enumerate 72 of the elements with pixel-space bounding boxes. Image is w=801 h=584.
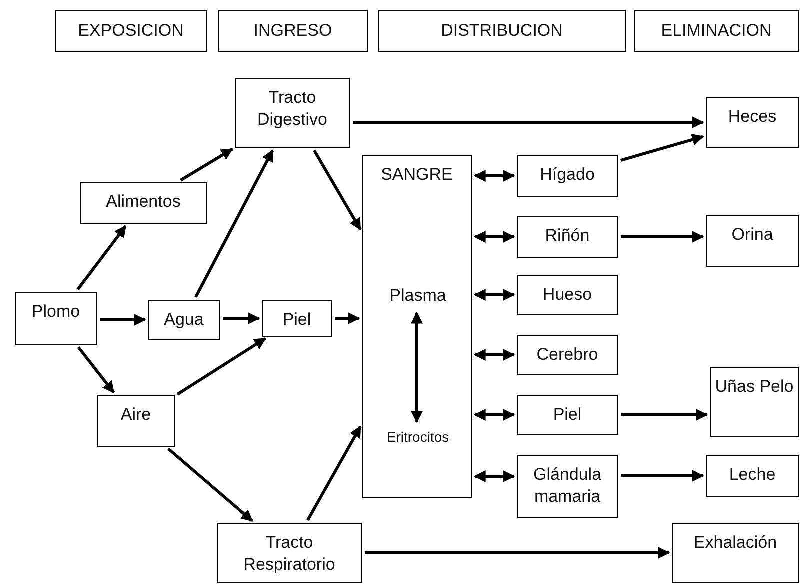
arrow: [621, 409, 708, 421]
node-text: Tracto Respiratorio: [242, 532, 336, 576]
arrow: [335, 312, 360, 324]
process-box: [517, 216, 618, 258]
arrow: [411, 312, 423, 424]
node-text: Eritrocitos: [386, 428, 450, 446]
arrow: [223, 312, 260, 324]
arrow: [365, 547, 670, 559]
process-box: [706, 97, 799, 148]
process-box: [706, 455, 799, 497]
process-box: [706, 215, 799, 267]
process-box: [217, 523, 362, 583]
column-header: [218, 10, 368, 52]
node-text: SANGRE: [381, 164, 453, 186]
node-text: Aire: [120, 404, 152, 426]
node-text: Agua: [164, 309, 204, 331]
arrow: [313, 150, 362, 231]
node-text: Piel: [553, 404, 582, 426]
node-text: Tracto Digestivo: [256, 87, 328, 132]
arrow: [474, 231, 516, 243]
process-box: [710, 367, 799, 437]
node-text: Hueso: [542, 284, 592, 306]
arrow: [100, 314, 146, 326]
process-box: [672, 523, 799, 583]
node-text: Leche: [729, 464, 776, 486]
arrow: [474, 289, 516, 301]
process-box: [80, 182, 207, 224]
node-text: Plasma: [390, 285, 446, 307]
process-box: [262, 300, 332, 337]
arrow: [621, 231, 704, 243]
node-text: INGRESO: [254, 20, 332, 42]
column-header: [378, 10, 626, 52]
node-text: ELIMINACION: [661, 20, 772, 42]
arrow: [474, 349, 516, 361]
process-box: [97, 395, 175, 447]
node-text: Piel: [282, 309, 312, 331]
column-header: [55, 10, 207, 52]
process-box: [517, 395, 618, 435]
process-box: [235, 78, 350, 148]
node-text: DISTRIBUCION: [441, 20, 563, 42]
arrow: [353, 116, 704, 128]
arrow: [194, 150, 274, 298]
column-header: [634, 10, 799, 52]
arrow: [180, 148, 234, 182]
arrow: [77, 346, 116, 394]
node-text: Exhalación: [694, 532, 778, 554]
node-text: Plomo: [32, 301, 80, 323]
node-text: Hígado: [540, 164, 595, 186]
process-box: [517, 335, 618, 375]
arrow: [620, 134, 704, 162]
node-text: Uñas Pelo: [715, 376, 794, 398]
arrow: [474, 170, 516, 182]
process-box: [15, 292, 97, 345]
node-text: Alimentos: [106, 191, 181, 213]
node-text: Glándula mamaria: [532, 464, 603, 508]
process-box: [517, 155, 618, 197]
process-box: [517, 455, 618, 518]
process-box: [517, 275, 618, 315]
node-text: Orina: [732, 224, 774, 246]
arrow: [76, 225, 127, 291]
node-text: Riñón: [545, 225, 590, 247]
arrow: [474, 409, 516, 421]
arrow: [306, 426, 362, 522]
compartment-box: [362, 155, 472, 498]
arrow: [474, 470, 516, 482]
node-text: Heces: [728, 106, 777, 128]
node-text: Cerebro: [536, 344, 598, 366]
process-box: [148, 300, 220, 340]
arrow: [176, 337, 266, 396]
arrow: [621, 470, 704, 482]
arrow: [168, 448, 254, 522]
node-text: EXPOSICION: [78, 20, 184, 42]
